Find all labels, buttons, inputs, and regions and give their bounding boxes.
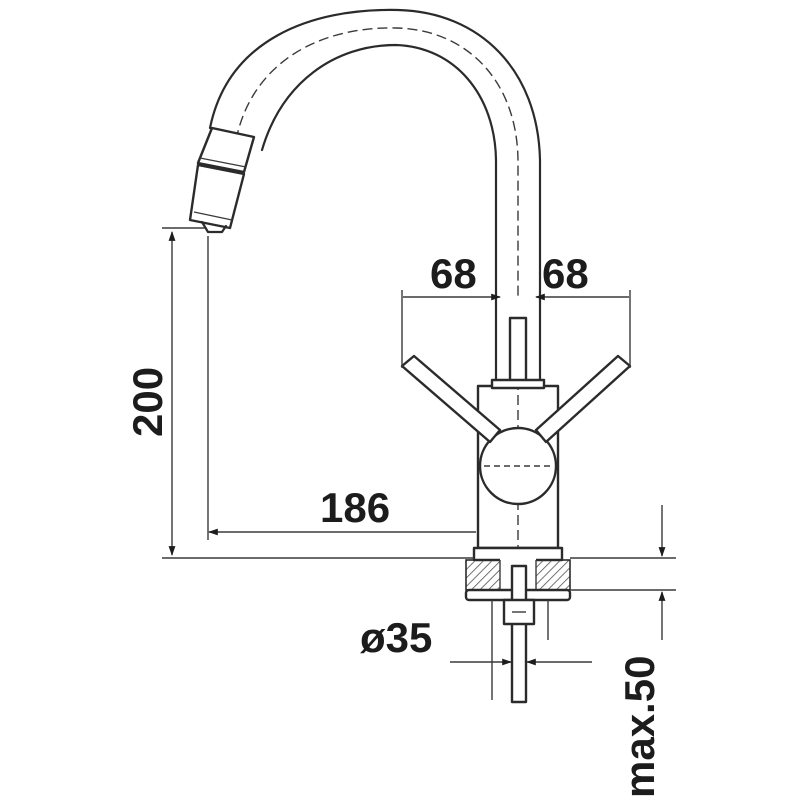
dim-base-diameter: ø35 bbox=[360, 614, 592, 666]
dim-lever-left: 68 bbox=[430, 250, 477, 297]
dim-base-diameter-label: ø35 bbox=[360, 614, 432, 661]
dim-lever-right: 68 bbox=[542, 250, 589, 297]
spray-head bbox=[188, 126, 256, 234]
lever-handles bbox=[400, 354, 632, 444]
dim-counter-thickness: max.50 bbox=[570, 505, 676, 798]
faucet-body bbox=[472, 316, 564, 562]
dim-lever-spread: 68 68 bbox=[401, 250, 631, 368]
mounting-assembly bbox=[464, 558, 572, 704]
spout bbox=[208, 8, 542, 387]
dim-spout-height-label: 200 bbox=[124, 367, 171, 437]
dim-spout-reach: 186 bbox=[207, 236, 476, 540]
dim-spout-reach-label: 186 bbox=[320, 484, 390, 531]
dim-spout-height: 200 bbox=[124, 227, 474, 559]
dim-counter-thickness-label: max.50 bbox=[616, 656, 663, 798]
